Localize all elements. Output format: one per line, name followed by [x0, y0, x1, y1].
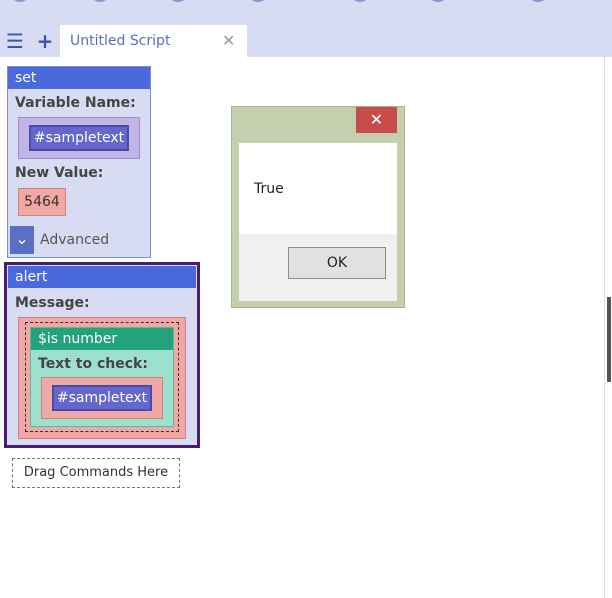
vertical-scrollbar[interactable]: [604, 57, 612, 598]
text-to-check-label: Text to check:: [38, 356, 148, 372]
close-icon[interactable]: ✕: [222, 31, 236, 50]
advanced-label[interactable]: Advanced: [40, 232, 110, 248]
dialog-message: True: [254, 181, 284, 197]
decorative-icon: [352, 0, 368, 2]
tab-title: Untitled Script: [70, 33, 171, 49]
set-command-header: set: [8, 67, 150, 89]
variable-pill[interactable]: #sampletext: [29, 125, 129, 151]
is-number-header: $is number: [31, 328, 173, 350]
close-icon[interactable]: ✕: [356, 107, 397, 133]
decorative-icon: [170, 0, 186, 2]
add-icon[interactable]: +: [30, 25, 60, 57]
new-value-input[interactable]: 5464: [18, 188, 66, 216]
ok-button[interactable]: OK: [288, 247, 386, 279]
set-command-block[interactable]: set Variable Name: #sampletext New Value…: [7, 66, 151, 258]
decorative-icon: [12, 0, 28, 2]
toolbar: ☰ + Untitled Script ✕: [0, 25, 250, 57]
message-label: Message:: [15, 295, 90, 311]
dialog-body: True OK: [239, 143, 397, 301]
decorative-icon: [430, 0, 446, 2]
new-value-label: New Value:: [15, 165, 104, 181]
decorative-icon: [250, 0, 266, 2]
is-number-inner: $is number Text to check: #sampletext: [30, 327, 174, 427]
chevron-down-icon[interactable]: ⌄: [10, 226, 34, 254]
is-number-function-block[interactable]: $is number Text to check: #sampletext: [25, 322, 179, 432]
alert-command-block[interactable]: alert Message: $is number Text to check:…: [4, 262, 200, 448]
dialog-footer: OK: [239, 234, 397, 301]
tab-untitled-script[interactable]: Untitled Script ✕: [60, 25, 247, 57]
alert-dialog: ✕ True OK: [231, 106, 405, 308]
message-slot[interactable]: $is number Text to check: #sampletext: [18, 317, 186, 439]
menu-icon[interactable]: ☰: [0, 25, 30, 57]
scrollbar-thumb[interactable]: [607, 297, 611, 382]
variable-name-slot[interactable]: #sampletext: [18, 117, 140, 159]
text-to-check-slot[interactable]: #sampletext: [41, 377, 163, 419]
alert-command-header: alert: [8, 266, 196, 288]
variable-pill[interactable]: #sampletext: [52, 385, 152, 411]
drag-commands-drop-zone[interactable]: Drag Commands Here: [12, 458, 180, 488]
decorative-icon: [530, 0, 546, 2]
variable-name-label: Variable Name:: [15, 95, 136, 111]
decorative-icon: [92, 0, 108, 2]
